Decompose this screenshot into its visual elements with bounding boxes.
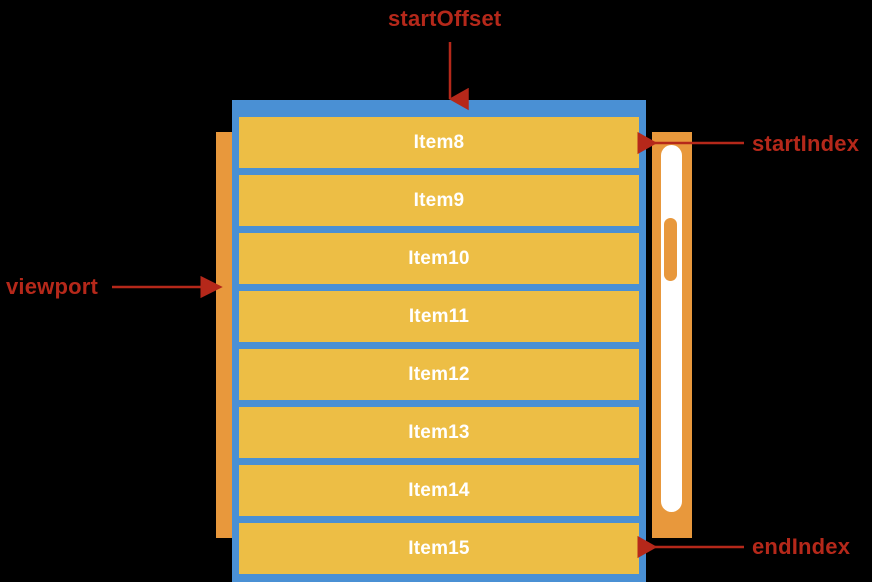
list-item-row[interactable]: Item13 bbox=[239, 407, 639, 458]
label-start-index: startIndex bbox=[752, 131, 860, 156]
scrollbar-well[interactable] bbox=[661, 145, 682, 512]
list-item-row[interactable]: Item15 bbox=[239, 523, 639, 574]
list-item-row[interactable]: Item11 bbox=[239, 291, 639, 342]
list-item-row[interactable]: Item14 bbox=[239, 465, 639, 516]
viewport-marker-bar bbox=[216, 132, 234, 538]
label-viewport: viewport bbox=[6, 274, 99, 299]
list-item-row[interactable]: Item12 bbox=[239, 349, 639, 400]
list-item-row[interactable]: Item8 bbox=[239, 117, 639, 168]
rendered-window-container: Item8 Item9 Item10 Item11 Item12 Item13 … bbox=[232, 100, 646, 582]
label-start-offset: startOffset bbox=[388, 6, 502, 31]
label-end-index: endIndex bbox=[752, 534, 851, 559]
scrollbar-thumb[interactable] bbox=[664, 218, 677, 281]
list-item-row[interactable]: Item10 bbox=[239, 233, 639, 284]
list-item-row[interactable]: Item9 bbox=[239, 175, 639, 226]
